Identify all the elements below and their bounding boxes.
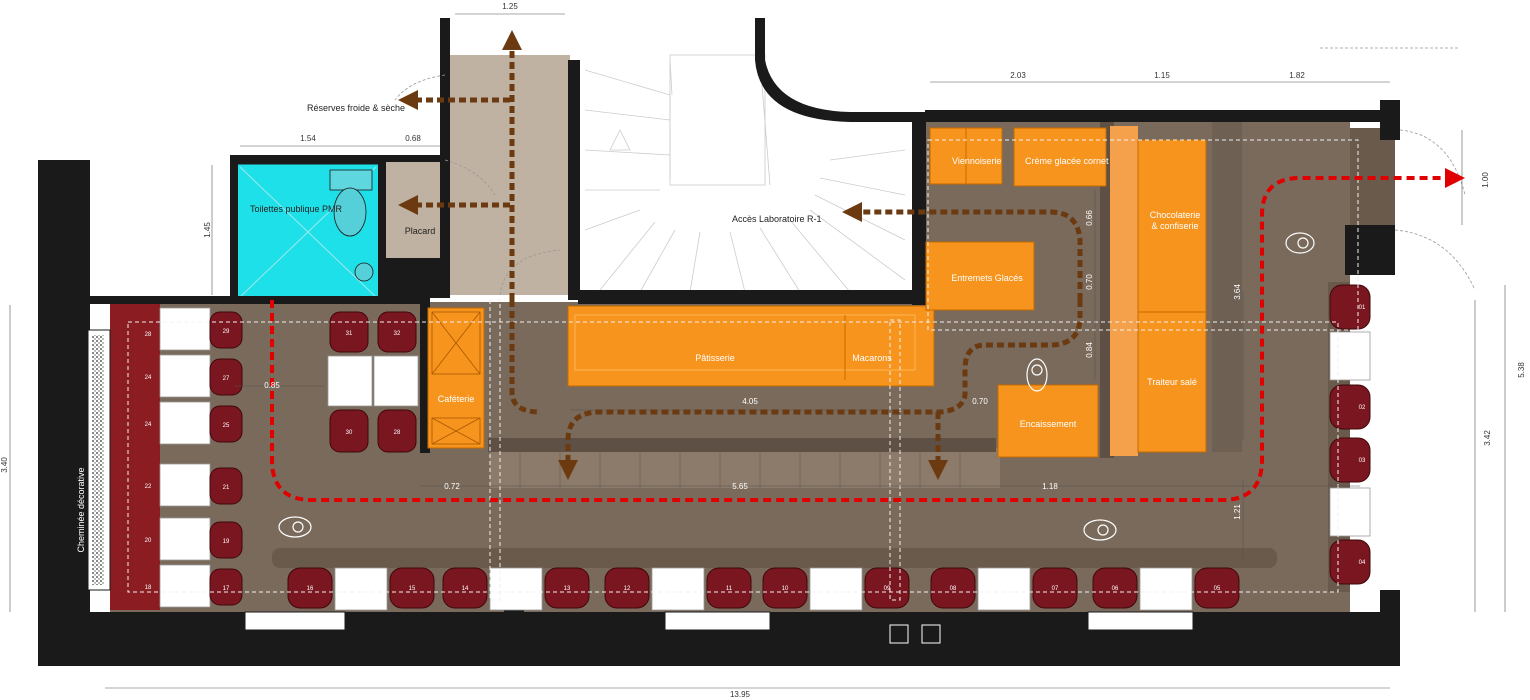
seat-number: 01 (1359, 305, 1366, 311)
seat-number: 31 (346, 331, 353, 337)
dim-label: 4.05 (742, 397, 758, 406)
dim-label: 3.40 (0, 457, 9, 473)
label-cheminee: Cheminée décorative (76, 467, 86, 552)
dim-label: 0.84 (1085, 342, 1094, 358)
dim-label: 5.38 (1517, 362, 1526, 378)
dim-label: 1.82 (1289, 71, 1305, 80)
label-encaissement: Encaissement (1020, 419, 1077, 429)
seat-number: 30 (346, 430, 353, 436)
dim-label: 1.45 (203, 222, 212, 238)
person-icons (278, 232, 1315, 541)
seat-number: 16 (307, 586, 314, 592)
facade-openings (244, 595, 1194, 644)
zone-outlines (127, 139, 1359, 601)
dim-label: 1.00 (1481, 172, 1490, 188)
seat-number: 10 (782, 586, 789, 592)
seat-number: 11 (726, 586, 733, 592)
right-seating (1328, 282, 1371, 592)
seat-number: 09 (884, 586, 891, 592)
counters (427, 126, 1207, 458)
dim-label: 3.42 (1483, 430, 1492, 446)
left-seating (87, 304, 243, 610)
label-placard: Placard (405, 226, 436, 236)
label-traiteur: Traiteur salé (1147, 377, 1197, 387)
seat-number: 04 (1359, 560, 1366, 566)
staircase (578, 54, 908, 298)
seat-number: 24 (145, 422, 152, 428)
dim-label: 1.54 (300, 134, 316, 143)
dim-label: 3.64 (1233, 284, 1242, 300)
seat-number: 18 (145, 585, 152, 591)
seat-number: 02 (1359, 405, 1366, 411)
seat-number: 15 (409, 586, 416, 592)
staff-path-service (558, 300, 1083, 480)
seat-number: 06 (1112, 586, 1119, 592)
staff-path-cafe (509, 300, 541, 415)
corridor (445, 55, 570, 295)
placard-room (385, 162, 445, 262)
seat-number: 05 (1214, 586, 1221, 592)
label-creme-glacee: Crème glacée cornet (1025, 156, 1109, 166)
bottom-seating (272, 548, 1277, 611)
seat-number: 25 (223, 423, 230, 429)
seat-number: 29 (223, 329, 230, 335)
seat-number: 32 (394, 331, 401, 337)
seat-number: 27 (223, 376, 230, 382)
dim-label: 1.15 (1154, 71, 1170, 80)
seat-number: 03 (1359, 458, 1366, 464)
seat-number: 12 (624, 586, 631, 592)
dim-label: 1.18 (1042, 482, 1058, 491)
dim-label: 0.85 (264, 381, 280, 390)
toilet-room (234, 161, 382, 303)
dim-label: 0.72 (444, 482, 460, 491)
label-chocolaterie: Chocolaterie (1150, 210, 1201, 220)
circulation-paths (270, 30, 1465, 502)
seat-number: 17 (223, 586, 230, 592)
dim-label: 1.25 (502, 2, 518, 11)
staff-path-labo (842, 202, 1083, 300)
dim-label: 13.95 (730, 690, 751, 699)
seat-number: 22 (145, 484, 152, 490)
room-labels: Réserves froide & sèche Toilettes publiq… (76, 103, 1200, 553)
dim-label: 0.68 (405, 134, 421, 143)
seat-numbers: 28 24 24 22 20 18 29 27 25 21 19 17 31 3… (145, 305, 1366, 592)
label-patisserie: Pâtisserie (695, 353, 735, 363)
seat-number: 13 (564, 586, 571, 592)
label-cafeterie: Caféterie (438, 394, 475, 404)
seat-number: 28 (145, 332, 152, 338)
seat-number: 24 (145, 375, 152, 381)
label-confiserie: & confiserie (1151, 221, 1198, 231)
label-viennoiserie: Viennoiserie (952, 156, 1001, 166)
seat-number: 28 (394, 430, 401, 436)
dim-label: 0.66 (1085, 210, 1094, 226)
customer-path (270, 168, 1465, 502)
seat-number: 21 (223, 485, 230, 491)
dimension-lines (9, 13, 1506, 689)
label-macarons: Macarons (852, 353, 892, 363)
seat-number: 19 (223, 539, 230, 545)
seat-number: 14 (462, 586, 469, 592)
label-reserves: Réserves froide & sèche (307, 103, 405, 113)
seat-number: 08 (950, 586, 957, 592)
dim-label: 1.21 (1233, 504, 1242, 520)
label-toilettes: Toilettes publique PMR (250, 204, 343, 214)
label-acces-labo: Accès Laboratoire R-1 (732, 214, 822, 224)
dim-label: 0.70 (972, 397, 988, 406)
seat-number: 20 (145, 538, 152, 544)
dim-label: 0.70 (1085, 274, 1094, 290)
dim-label: 5.65 (732, 482, 748, 491)
seat-number: 07 (1052, 586, 1059, 592)
dim-label: 2.03 (1010, 71, 1026, 80)
label-entremets: Entremets Glacés (951, 273, 1023, 283)
